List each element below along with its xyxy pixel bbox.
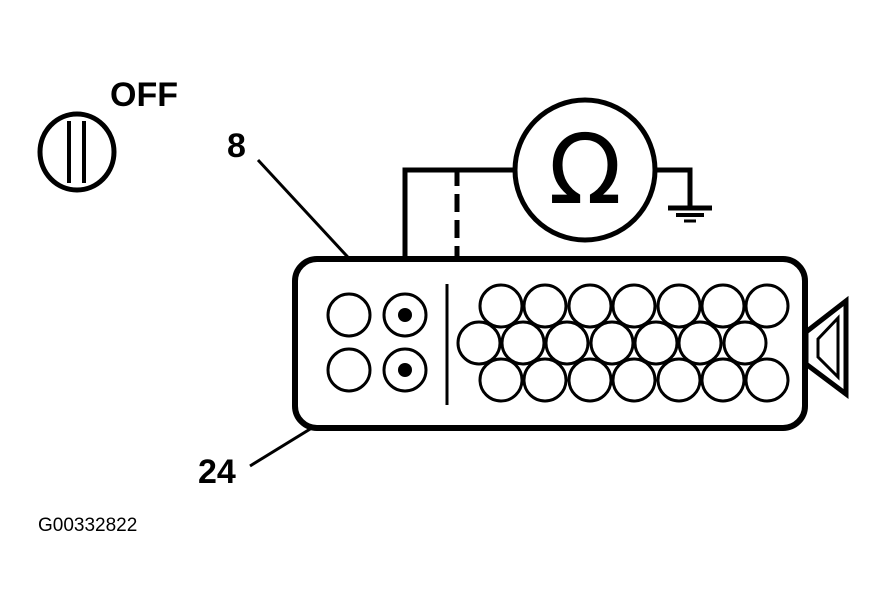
ground-symbol-icon bbox=[668, 205, 712, 223]
ohmmeter-icon: Ω bbox=[512, 97, 658, 243]
connector-cavity bbox=[326, 347, 372, 393]
probe-point-pin-8 bbox=[398, 308, 412, 322]
connector-lock-tab bbox=[803, 295, 849, 399]
pin-24-label: 24 bbox=[198, 453, 236, 491]
figure-code: G00332822 bbox=[38, 515, 137, 536]
ignition-key-icon bbox=[37, 111, 117, 193]
connector-cavity bbox=[326, 292, 372, 338]
ohm-symbol: Ω bbox=[548, 114, 621, 226]
ground-lead bbox=[654, 167, 693, 207]
switch-state-label: OFF bbox=[110, 76, 178, 114]
connector-icon bbox=[292, 256, 849, 431]
probe-point-pin-24 bbox=[398, 363, 412, 377]
pin-8-label: 8 bbox=[227, 127, 246, 165]
